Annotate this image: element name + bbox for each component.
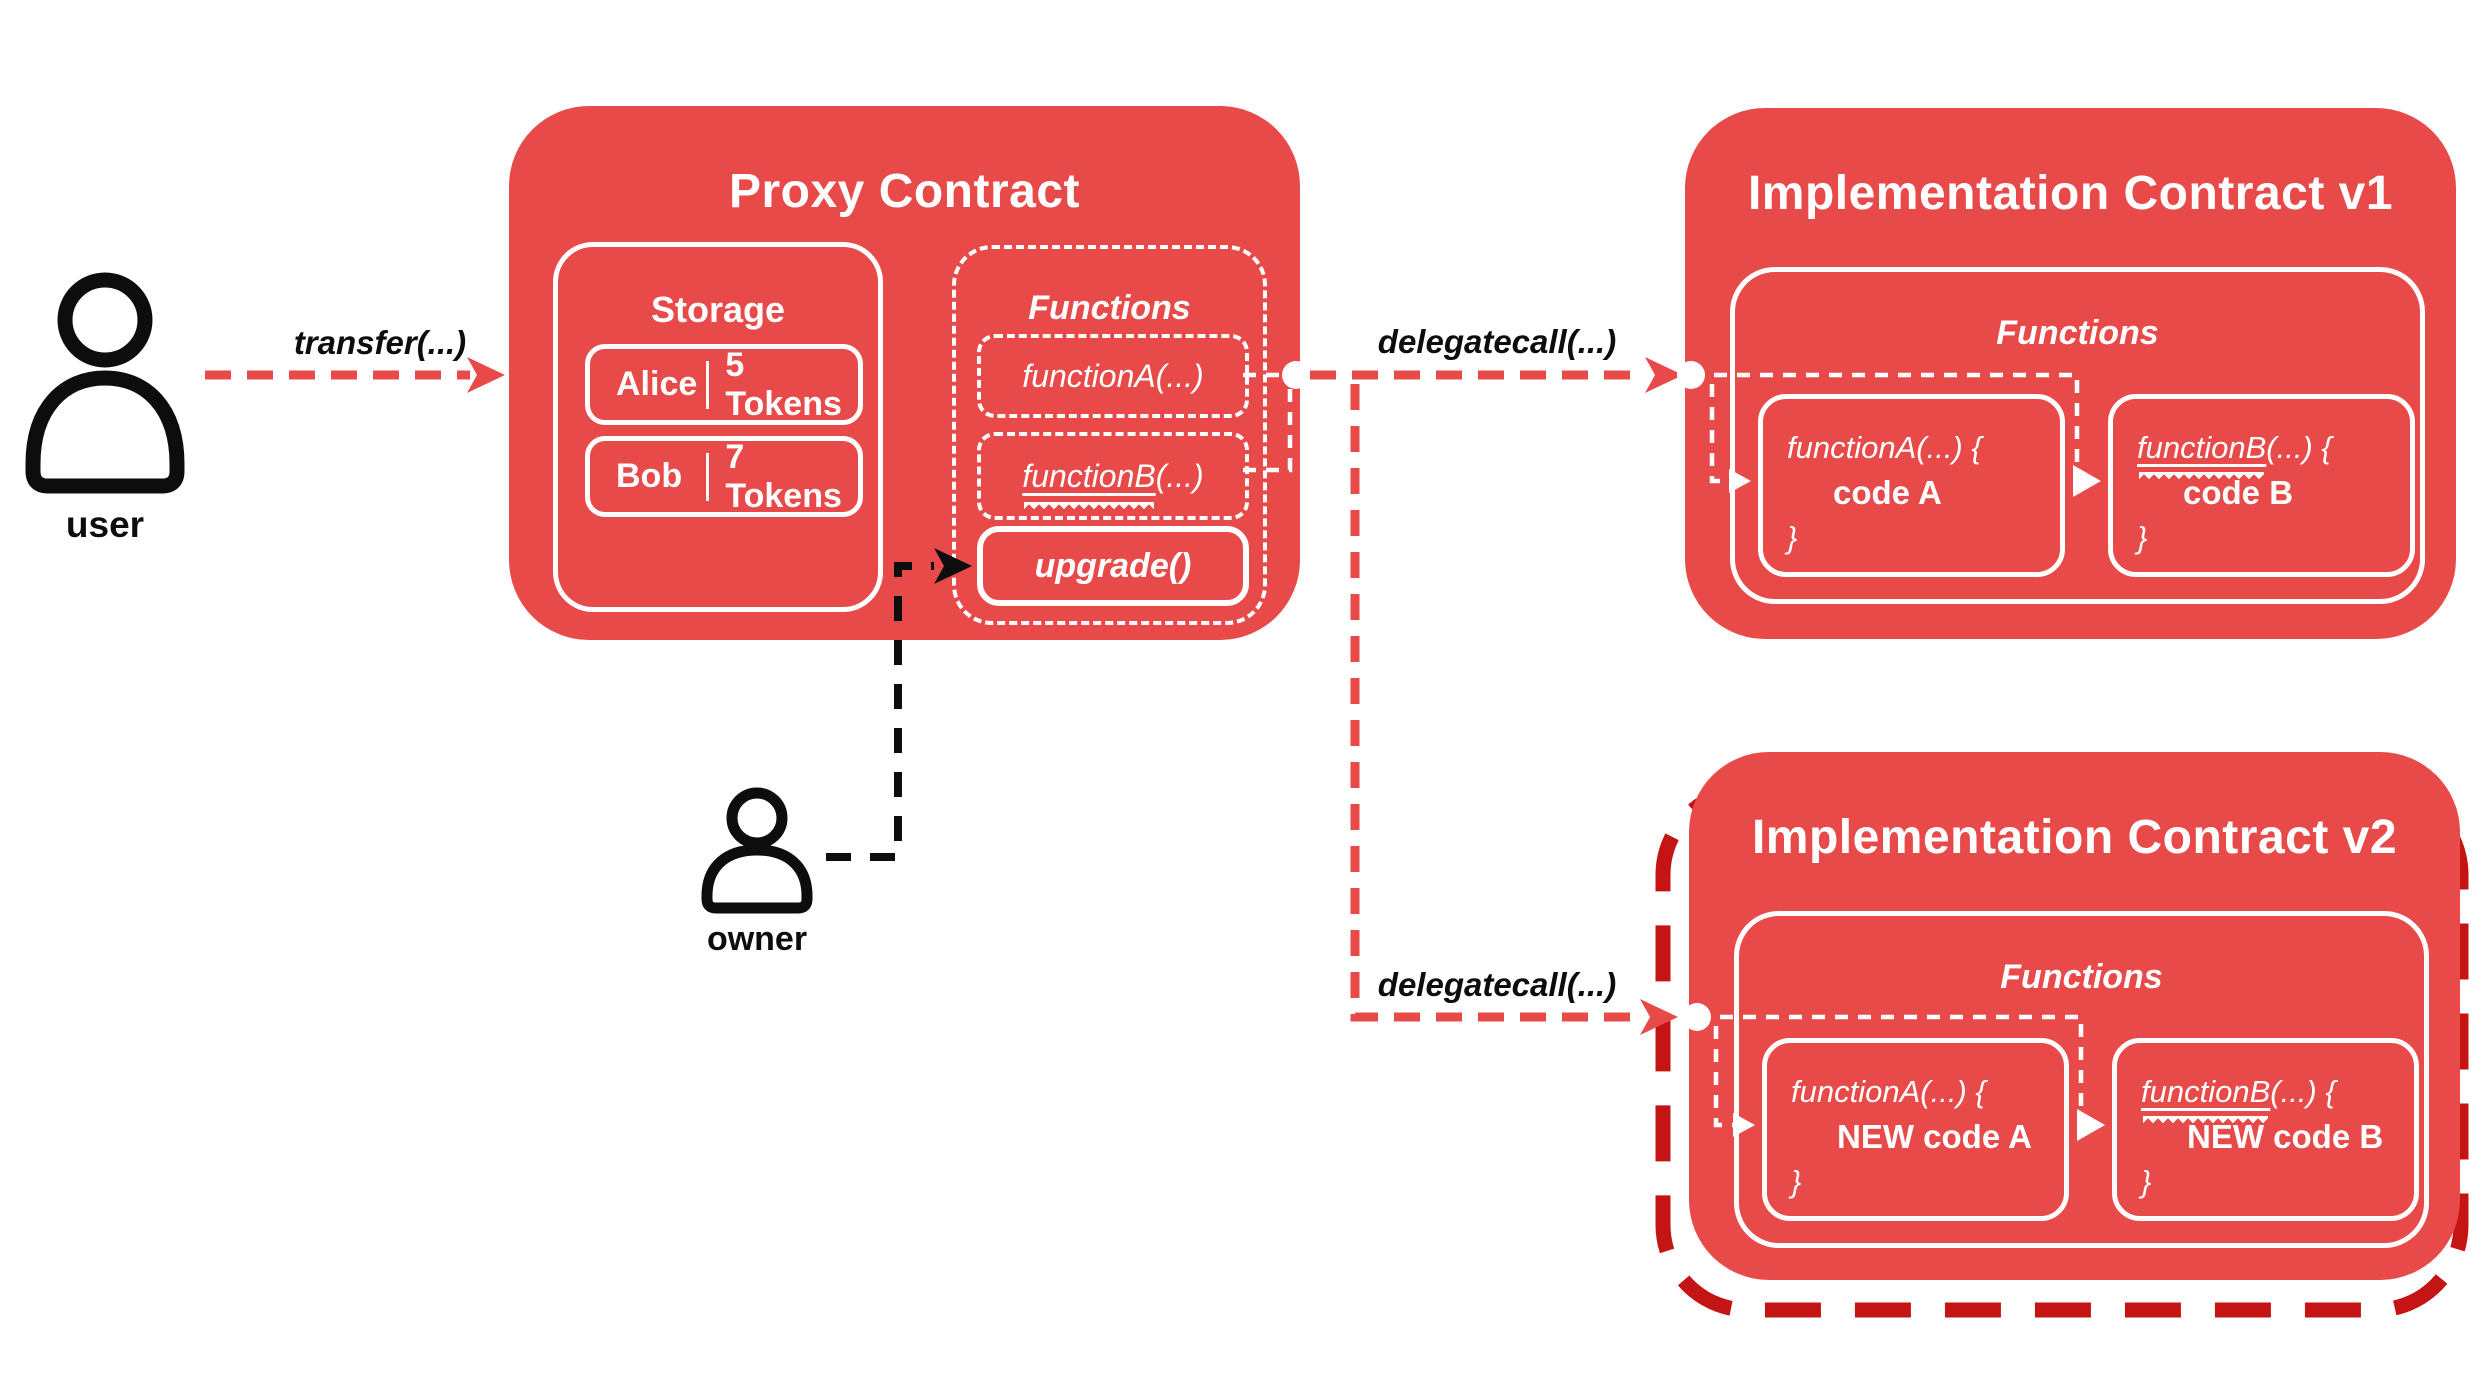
function-declaration: functionA(...) { <box>1787 425 2060 470</box>
function-close-brace: } <box>1791 1164 1802 1199</box>
user-actor: user <box>22 268 188 546</box>
proxy-functions-box: Functions functionA(...) functionB(...) … <box>952 245 1267 625</box>
impl-v1-functionA: functionA(...) { code A } <box>1758 394 2065 577</box>
proxy-functions-title: Functions <box>1028 289 1191 327</box>
function-body: code B <box>2183 474 2294 511</box>
proxy-upgrade-function: upgrade() <box>977 526 1249 606</box>
divider <box>705 360 710 409</box>
impl-v1-title: Implementation Contract v1 <box>1747 167 2394 220</box>
divider <box>705 452 710 501</box>
impl-v2-functions-box: Functions functionA(...) { NEW code A } … <box>1734 911 2429 1248</box>
function-body: NEW code B <box>2187 1118 2384 1155</box>
storage-title: Storage <box>650 289 786 330</box>
proxy-contract-box: Proxy Contract Storage Alice 5 Tokens Bo… <box>509 106 1300 640</box>
function-declaration: functionB(...) { <box>2141 1069 2414 1114</box>
function-args: (...) { <box>1920 1074 1986 1109</box>
function-args: (...) { <box>2270 1074 2336 1109</box>
impl-v2-functionB: functionB(...) { NEW code B } <box>2112 1038 2419 1221</box>
function-args: (...) <box>1155 357 1204 394</box>
owner-actor: owner <box>697 782 817 959</box>
function-args: (...) { <box>2266 430 2332 465</box>
function-name: functionA <box>1787 430 1917 465</box>
storage-box: Storage Alice 5 Tokens Bob 7 Tokens <box>553 242 883 612</box>
function-body: code A <box>1833 474 1942 511</box>
storage-row-name: Bob <box>616 457 683 495</box>
impl-v1-box: Implementation Contract v1 Functions fun… <box>1685 108 2456 639</box>
function-name: functionA <box>1022 357 1156 394</box>
function-args: (...) <box>1155 457 1204 494</box>
impl-v2-box: Implementation Contract v2 Functions fun… <box>1689 752 2460 1280</box>
function-name: functionA <box>1791 1074 1921 1109</box>
impl-v1-functions-title: Functions <box>1996 314 2159 352</box>
function-name: functionB <box>2141 1074 2271 1109</box>
impl-v2-title: Implementation Contract v2 <box>1751 811 2398 864</box>
function-args: (...) { <box>1916 430 1982 465</box>
function-close-brace: } <box>2141 1164 2152 1199</box>
storage-row-name: Alice <box>616 365 698 403</box>
impl-v1-functions-box: Functions functionA(...) { code A } func… <box>1730 267 2425 604</box>
storage-row-amount: 7 Tokens <box>725 437 842 515</box>
storage-row-amount: 5 Tokens <box>725 345 842 423</box>
impl-v2-functions-title: Functions <box>2000 958 2163 996</box>
function-close-brace: } <box>2137 520 2148 555</box>
delegatecall-v2-arrow-label: delegatecall(...) <box>1377 966 1617 1003</box>
proxy-title: Proxy Contract <box>728 165 1081 218</box>
owner-icon <box>701 787 813 914</box>
storage-row-bob: Bob 7 Tokens <box>585 436 863 517</box>
function-body: NEW code A <box>1837 1118 2032 1155</box>
function-close-brace: } <box>1787 520 1798 555</box>
storage-row-alice: Alice 5 Tokens <box>585 344 863 425</box>
proxy-functionB: functionB(...) <box>977 432 1249 520</box>
user-icon <box>25 272 185 494</box>
user-label: user <box>65 504 145 545</box>
function-declaration: functionA(...) { <box>1791 1069 2064 1114</box>
delegatecall-v1-arrow-label: delegatecall(...) <box>1377 323 1617 360</box>
function-name: functionB <box>1022 457 1156 510</box>
impl-v1-functionB: functionB(...) { code B } <box>2108 394 2415 577</box>
impl-v2-functionA: functionA(...) { NEW code A } <box>1762 1038 2069 1221</box>
transfer-arrow-label: transfer(...) <box>293 324 467 361</box>
proxy-functionA: functionA(...) <box>977 334 1249 418</box>
owner-label: owner <box>706 920 808 958</box>
function-name: functionB <box>2137 430 2267 465</box>
function-declaration: functionB(...) { <box>2137 425 2410 470</box>
